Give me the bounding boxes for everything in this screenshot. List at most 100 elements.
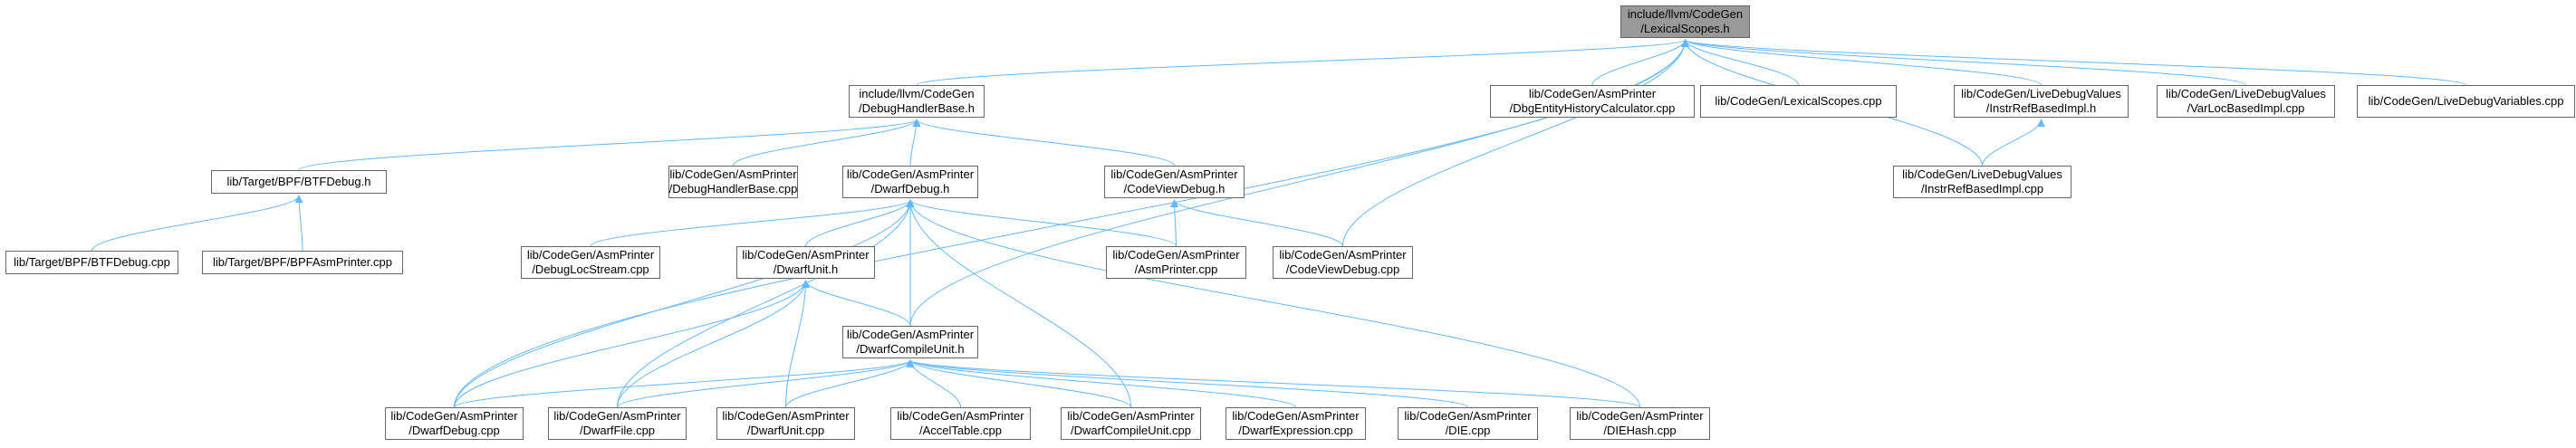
dependency-edge [1681,39,2466,86]
dependency-edge [785,280,810,408]
file-node[interactable]: lib/CodeGen/AsmPrinter/DwarfCompileUnit.… [842,326,978,358]
node-label-line: /InstrRefBasedImpl.cpp [1920,182,2044,195]
node-label-line: lib/CodeGen/AsmPrinter [897,409,1024,423]
node-label-line: lib/CodeGen/AsmPrinter [1279,248,1407,262]
file-node[interactable]: lib/Target/BPF/BTFDebug.cpp [5,251,178,274]
file-node[interactable]: lib/CodeGen/LiveDebugValues/InstrRefBase… [1954,85,2129,118]
file-node[interactable]: lib/CodeGen/AsmPrinter/AccelTable.cpp [890,407,1031,440]
file-node[interactable]: lib/CodeGen/AsmPrinter/DIE.cpp [1398,407,1538,440]
node-label-line: lib/CodeGen/AsmPrinter [742,248,870,262]
dependency-edge [909,39,1689,327]
node-label-line: lib/Target/BPF/BTFDebug.h [226,175,371,188]
dependency-edge [617,359,915,408]
dependency-edge [1982,119,2045,167]
node-label-line: lib/CodeGen/AsmPrinter [846,328,975,341]
dependency-edge [906,359,1640,408]
node-label-line: lib/CodeGen/LexicalScopes.cpp [1715,94,1882,108]
dependency-edge [1170,199,1343,247]
node-label-line: /DwarfCompileUnit.cpp [1071,424,1191,437]
file-node[interactable]: lib/CodeGen/LexicalScopes.cpp [1700,85,1897,118]
node-label-line: lib/CodeGen/LiveDebugValues [1961,87,2121,100]
node-label-line: /DwarfExpression.cpp [1238,424,1353,437]
node-label-line: /DIEHash.cpp [1603,424,1677,437]
dependency-edge [906,359,1468,408]
node-label-line: /DwarfUnit.cpp [746,424,825,437]
dependency-edge [805,199,915,247]
dependency-edge [454,280,810,408]
dependency-edge [1170,199,1179,247]
node-label-line: lib/CodeGen/AsmPrinter [846,167,975,181]
node-label-line: /DbgEntityHistoryCalculator.cpp [1509,101,1676,115]
node-label-line: /LexicalScopes.h [1640,22,1730,35]
dependency-edge [1342,39,1689,247]
dependency-edge [454,199,915,408]
node-label-line: /DebugLocStream.cpp [532,262,649,276]
file-node[interactable]: lib/CodeGen/LiveDebugValues/InstrRefBase… [1893,166,2071,198]
dependency-edge [298,119,921,171]
node-label-line: lib/CodeGen/AsmPrinter [1112,248,1240,262]
node-label-line: lib/CodeGen/AsmPrinter [553,409,681,423]
file-node[interactable]: lib/CodeGen/AsmPrinter/AsmPrinter.cpp [1106,246,1246,279]
node-label-line: lib/CodeGen/LiveDebugValues [1902,167,2062,181]
file-node[interactable]: lib/CodeGen/AsmPrinter/DwarfCompileUnit.… [1061,407,1201,440]
node-label-line: /AccelTable.cpp [918,424,1003,437]
file-node[interactable]: lib/CodeGen/AsmPrinter/DwarfDebug.h [842,166,978,198]
node-label-line: lib/Target/BPF/BPFAsmPrinter.cpp [213,255,392,269]
file-node[interactable]: lib/CodeGen/LiveDebugVariables.cpp [2357,85,2575,118]
file-node[interactable]: lib/CodeGen/AsmPrinter/CodeViewDebug.h [1104,166,1245,198]
node-label-line: /VarLocBasedImpl.cpp [2187,101,2305,115]
node-label-line: /AsmPrinter.cpp [1134,262,1218,276]
node-label-line: /DwarfDebug.h [870,182,950,195]
dependency-edge [906,199,1177,247]
node-label-line: /DebugHandlerBase.cpp [668,182,798,195]
dependency-edge [91,195,303,252]
node-label-line: /DwarfCompileUnit.h [856,342,965,356]
file-node[interactable]: lib/CodeGen/AsmPrinter/DwarfExpression.c… [1226,407,1366,440]
file-node[interactable]: include/llvm/CodeGen/DebugHandlerBase.h [849,85,985,118]
node-label-line: /CodeViewDebug.cpp [1285,262,1400,276]
node-label-line: include/llvm/CodeGen [1627,7,1744,21]
node-label-line: lib/CodeGen/AsmPrinter [1528,87,1657,100]
node-label-line: lib/CodeGen/LiveDebugVariables.cpp [2368,94,2564,108]
node-label-line: lib/CodeGen/AsmPrinter [1067,409,1195,423]
dependency-edge [906,359,1296,408]
node-label-line: lib/CodeGen/AsmPrinter [669,167,797,181]
dependency-edge [1681,39,2246,86]
dependency-edge [294,195,303,252]
file-node[interactable]: lib/Target/BPF/BTFDebug.h [211,170,387,194]
node-label-line: lib/Target/BPF/BTFDebug.cpp [14,255,170,269]
dependency-edge [590,199,915,247]
node-label-line: lib/CodeGen/AsmPrinter [1576,409,1704,423]
node-label-line: /DwarfUnit.h [773,262,839,276]
file-node[interactable]: lib/CodeGen/AsmPrinter/CodeViewDebug.cpp [1273,246,1413,279]
node-label-line: lib/CodeGen/AsmPrinter [1404,409,1532,423]
dependency-edge [617,280,810,408]
file-node[interactable]: lib/CodeGen/AsmPrinter/DebugHandlerBase.… [668,166,798,198]
dependency-edge [733,119,921,167]
node-label-line: include/llvm/CodeGen [859,87,975,100]
file-node[interactable]: lib/CodeGen/AsmPrinter/DwarfFile.cpp [548,407,687,440]
node-label-line: /DwarfDebug.cpp [409,424,500,437]
file-node[interactable]: lib/CodeGen/AsmPrinter/DwarfUnit.cpp [716,407,855,440]
dependency-edge [912,119,1175,167]
node-label-line: /DIE.cpp [1445,424,1491,437]
dependency-edge [906,199,1640,408]
node-label-line: lib/CodeGen/AsmPrinter [390,409,518,423]
file-node[interactable]: lib/CodeGen/AsmPrinter/DwarfDebug.cpp [385,407,524,440]
dependency-edge [906,359,1131,408]
node-label-line: lib/CodeGen/AsmPrinter [1110,167,1238,181]
file-node[interactable]: lib/Target/BPF/BPFAsmPrinter.cpp [202,251,403,274]
node-label-line: /DebugHandlerBase.h [859,101,975,115]
node-label-line: lib/CodeGen/AsmPrinter [722,409,850,423]
root-file-node: include/llvm/CodeGen/LexicalScopes.h [1620,5,1750,38]
node-label-line: lib/CodeGen/LiveDebugValues [2166,87,2326,100]
file-node[interactable]: lib/CodeGen/AsmPrinter/DwarfUnit.h [736,246,875,279]
file-node[interactable]: lib/CodeGen/LiveDebugValues/VarLocBasedI… [2157,85,2335,118]
dependency-edge [916,39,1689,86]
file-node[interactable]: lib/CodeGen/AsmPrinter/DebugLocStream.cp… [521,246,660,279]
file-node[interactable]: lib/CodeGen/AsmPrinter/DIEHash.cpp [1570,407,1710,440]
dependency-edge [909,119,921,167]
file-node[interactable]: lib/CodeGen/AsmPrinter/DbgEntityHistoryC… [1490,85,1695,118]
